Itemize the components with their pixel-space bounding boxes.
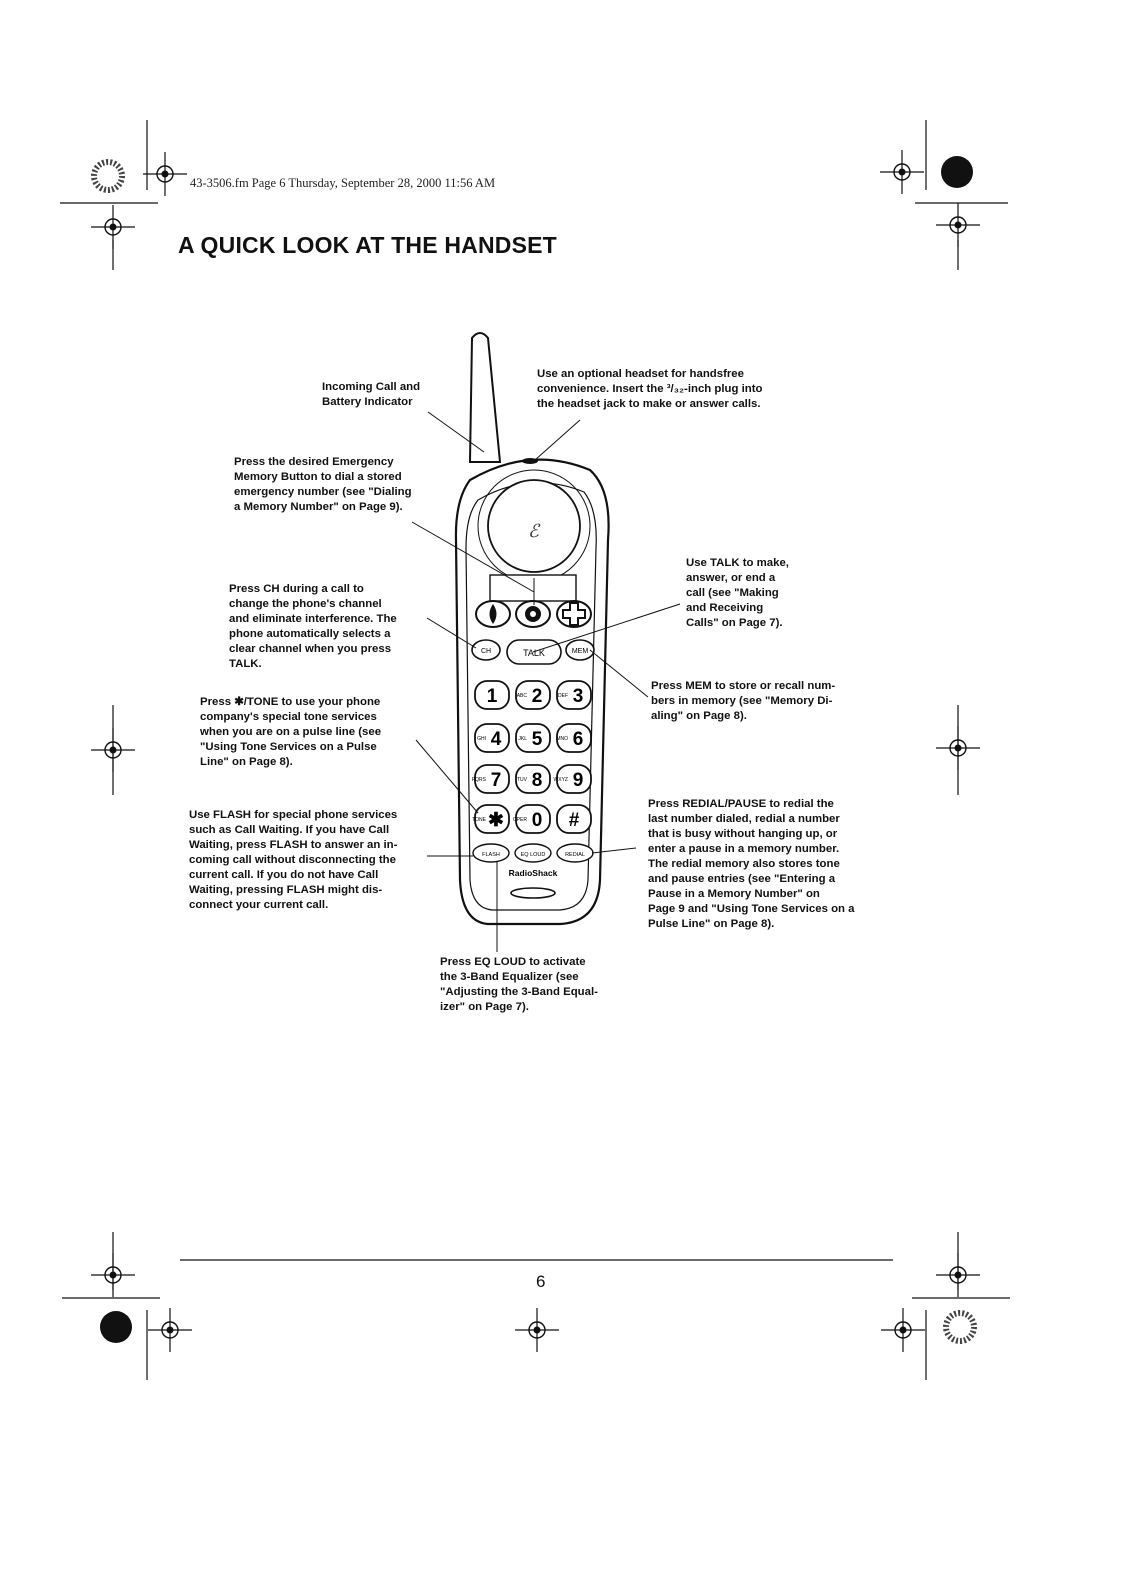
crop-dot-icon — [941, 156, 973, 188]
handset-body: ℰ CH TALK MEM — [454, 332, 610, 926]
crop-star-icon — [91, 159, 125, 193]
emergency-button-medical[interactable] — [556, 600, 592, 628]
callout-talk: Use TALK to make, answer, or end a call … — [686, 557, 789, 629]
key-digit: 3 — [573, 686, 584, 707]
key-letters: PQRS — [472, 777, 487, 783]
key-letters: WXYZ — [554, 777, 568, 783]
keypad-key[interactable]: JKL 5 — [515, 723, 551, 753]
eq-loud-label: EQ LOUD — [521, 852, 546, 858]
key-digit: 0 — [532, 810, 543, 831]
flash-button[interactable]: FLASH — [472, 843, 510, 863]
redial-label: REDIAL — [565, 852, 585, 858]
key-digit: 4 — [491, 729, 502, 750]
emergency-button-police[interactable] — [515, 600, 551, 628]
key-letters: JKL — [518, 736, 527, 742]
keypad-key[interactable]: ABC 2 — [515, 680, 551, 710]
file-info-header: 43-3506.fm Page 6 Thursday, September 28… — [190, 176, 496, 190]
key-digit: 2 — [532, 686, 543, 707]
redial-button[interactable]: REDIAL — [556, 843, 594, 863]
page-title: A QUICK LOOK AT THE HANDSET — [178, 232, 557, 258]
key-letters: DEF — [558, 693, 568, 699]
medical-cross-icon — [562, 602, 586, 626]
keypad-key[interactable]: DEF 3 — [556, 680, 592, 710]
mem-button[interactable]: MEM — [565, 639, 595, 661]
leader-lines — [411, 411, 681, 952]
key-letters: GHI — [477, 736, 486, 742]
callout-headset: Use an optional headset for handsfree co… — [537, 368, 763, 410]
ch-label: CH — [481, 648, 491, 655]
emergency-button-fire[interactable] — [475, 600, 511, 628]
fire-icon — [489, 604, 497, 624]
key-digit: 7 — [491, 770, 502, 791]
key-letters: TONE — [472, 817, 486, 823]
keypad-key[interactable]: TONE✱ — [472, 804, 510, 834]
key-letters: ABC — [517, 693, 528, 699]
callout-tone: Press ✱/TONE to use your phone company's… — [200, 696, 382, 768]
callout-incoming-call: Incoming Call and Battery Indicator — [322, 381, 421, 408]
keypad-key[interactable]: WXYZ 9 — [554, 764, 592, 794]
ch-button[interactable]: CH — [471, 639, 501, 661]
keypad-key[interactable]: # — [556, 804, 592, 834]
microphone-icon — [510, 887, 556, 899]
keypad-key[interactable]: GHI 4 — [474, 723, 510, 753]
key-digit: ✱ — [488, 810, 504, 831]
keypad-key[interactable]: TUV 8 — [515, 764, 551, 794]
callout-eq-loud: Press EQ LOUD to activate the 3-Band Equ… — [440, 956, 598, 1013]
key-digit: # — [569, 810, 580, 831]
key-digit: 5 — [532, 729, 543, 750]
key-digit: 1 — [487, 686, 498, 707]
key-digit: 9 — [573, 770, 584, 791]
flash-label: FLASH — [482, 852, 500, 858]
key-letters: TUV — [517, 777, 528, 783]
key-digit: 6 — [573, 729, 584, 750]
keypad-key[interactable]: PQRS 7 — [472, 764, 510, 794]
talk-label: TALK — [523, 648, 545, 658]
key-letters: OPER — [513, 817, 528, 823]
eq-loud-button[interactable]: EQ LOUD — [514, 843, 552, 863]
callout-flash: Use FLASH for special phone services suc… — [189, 809, 398, 911]
registration-marks — [60, 120, 1010, 1380]
keypad-key[interactable]: OPER 0 — [513, 804, 551, 834]
keypad-key[interactable]: MNO 6 — [556, 723, 592, 753]
callout-emergency: Press the desired Emergency Memory Butto… — [234, 456, 412, 513]
keypad-key[interactable]: 1 — [474, 680, 510, 710]
callout-redial: Press REDIAL/PAUSE to redial the last nu… — [648, 798, 855, 930]
key-digit: 8 — [532, 770, 543, 791]
crop-star-icon — [943, 1310, 977, 1344]
brand-logo-icon: ℰ — [528, 521, 541, 541]
page-number: 6 — [536, 1272, 546, 1291]
brand-name: RadioShack — [509, 868, 558, 878]
callout-mem: Press MEM to store or recall num- bers i… — [651, 680, 836, 722]
crop-dot-icon — [100, 1311, 132, 1343]
mem-label: MEM — [572, 648, 589, 655]
callout-ch: Press CH during a call to change the pho… — [229, 583, 397, 670]
key-letters: MNO — [556, 736, 568, 742]
